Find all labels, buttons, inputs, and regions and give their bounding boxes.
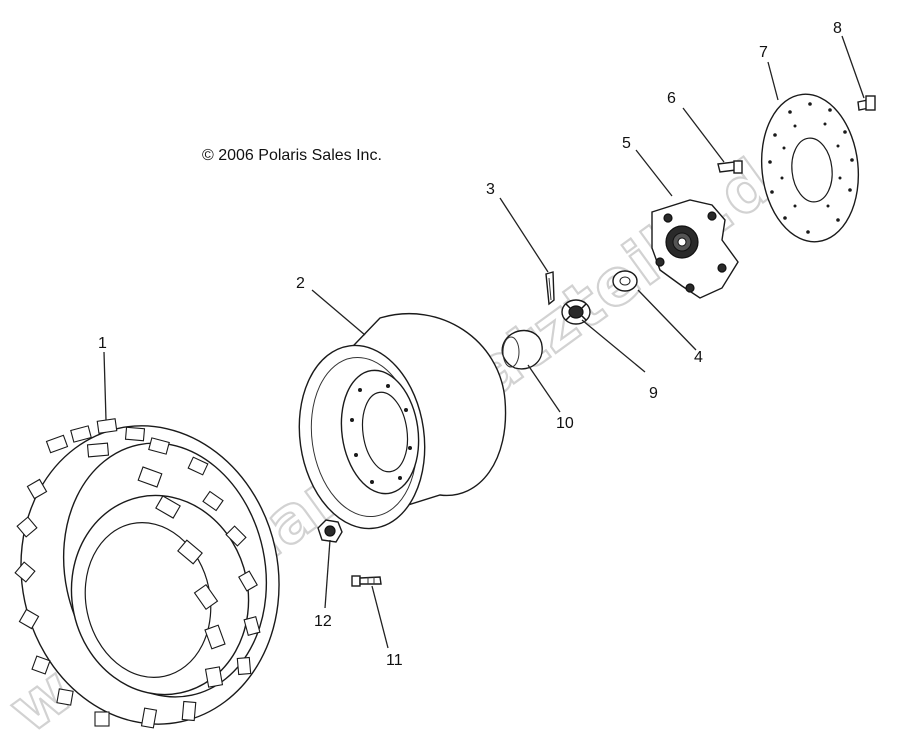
callout-5: 5: [622, 135, 631, 152]
tire: [14, 418, 280, 729]
lug-nut: [317, 519, 343, 543]
brake-disc: [760, 93, 860, 243]
callout-3: 3: [486, 181, 495, 198]
wheel-rim: [298, 313, 507, 530]
callout-12: 12: [314, 613, 332, 630]
wheel-hub: [651, 199, 739, 299]
castle-nut: [561, 299, 591, 325]
callout-7: 7: [759, 44, 768, 61]
callout-8: 8: [833, 20, 842, 37]
copyright-text: © 2006 Polaris Sales Inc.: [202, 147, 382, 164]
callout-4: 4: [694, 349, 703, 366]
wheel-stud: [351, 575, 382, 587]
callout-9: 9: [649, 385, 658, 402]
cotter-pin: [545, 271, 555, 306]
bolt-6: [717, 160, 743, 174]
washer: [612, 270, 638, 292]
callout-6: 6: [667, 90, 676, 107]
callout-1: 1: [98, 335, 107, 352]
leader-lines: [103, 35, 865, 649]
bolt-8: [857, 95, 876, 111]
dust-cap: [501, 329, 543, 370]
callout-11: 11: [386, 652, 403, 669]
callout-2: 2: [296, 275, 305, 292]
callout-10: 10: [556, 415, 574, 432]
